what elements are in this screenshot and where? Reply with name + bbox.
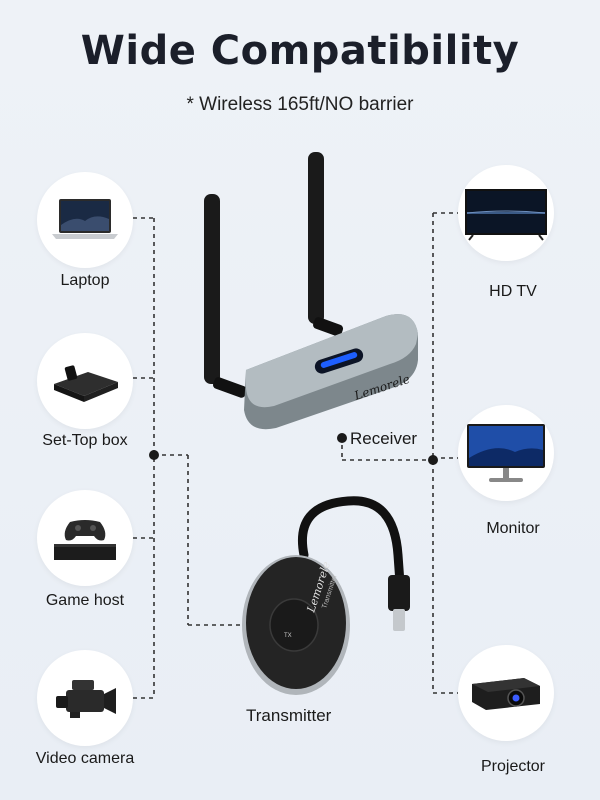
set-top-box-icon: [54, 365, 118, 402]
video-camera-label: Video camera: [35, 750, 135, 767]
tv-circle: [458, 165, 554, 261]
set-top-box-circle: [37, 333, 133, 429]
game-console-icon: [54, 520, 116, 560]
laptop-label: Laptop: [60, 272, 110, 289]
monitor-label: Monitor: [486, 520, 540, 537]
video-camera-icon: [56, 680, 116, 718]
receiver-antenna-right: [308, 152, 324, 324]
tv-icon: [465, 189, 547, 241]
set-top-box-label: Set-Top box: [42, 432, 128, 449]
receiver-device: Lemorele: [204, 152, 418, 430]
receiver-dot: [337, 433, 347, 443]
transmitter-device: TX Lemorele Transmitter: [242, 496, 410, 695]
junction-dot-right: [428, 455, 438, 465]
video-camera-circle: [37, 650, 133, 746]
projector-circle: [458, 645, 554, 741]
projector-label: Projector: [480, 758, 546, 775]
page-subtitle: * Wireless 165ft/NO barrier: [186, 94, 414, 115]
monitor-icon: [467, 424, 545, 482]
laptop-icon: [52, 199, 118, 239]
laptop-circle: [37, 172, 133, 268]
usb-c-plug: [388, 575, 410, 611]
receiver-antenna-left: [204, 194, 220, 384]
monitor-circle: [458, 405, 554, 501]
game-console-circle: [37, 490, 133, 586]
transmitter-label: Transmitter: [246, 706, 332, 725]
tv-label: HD TV: [489, 283, 537, 300]
projector-icon: [472, 678, 540, 710]
page-title: Wide Compatibility: [80, 28, 520, 74]
receiver-label: Receiver: [350, 429, 418, 448]
junction-dot-left: [149, 450, 159, 460]
transmitter-tx-label: TX: [284, 633, 292, 639]
game-console-label: Game host: [45, 592, 125, 609]
